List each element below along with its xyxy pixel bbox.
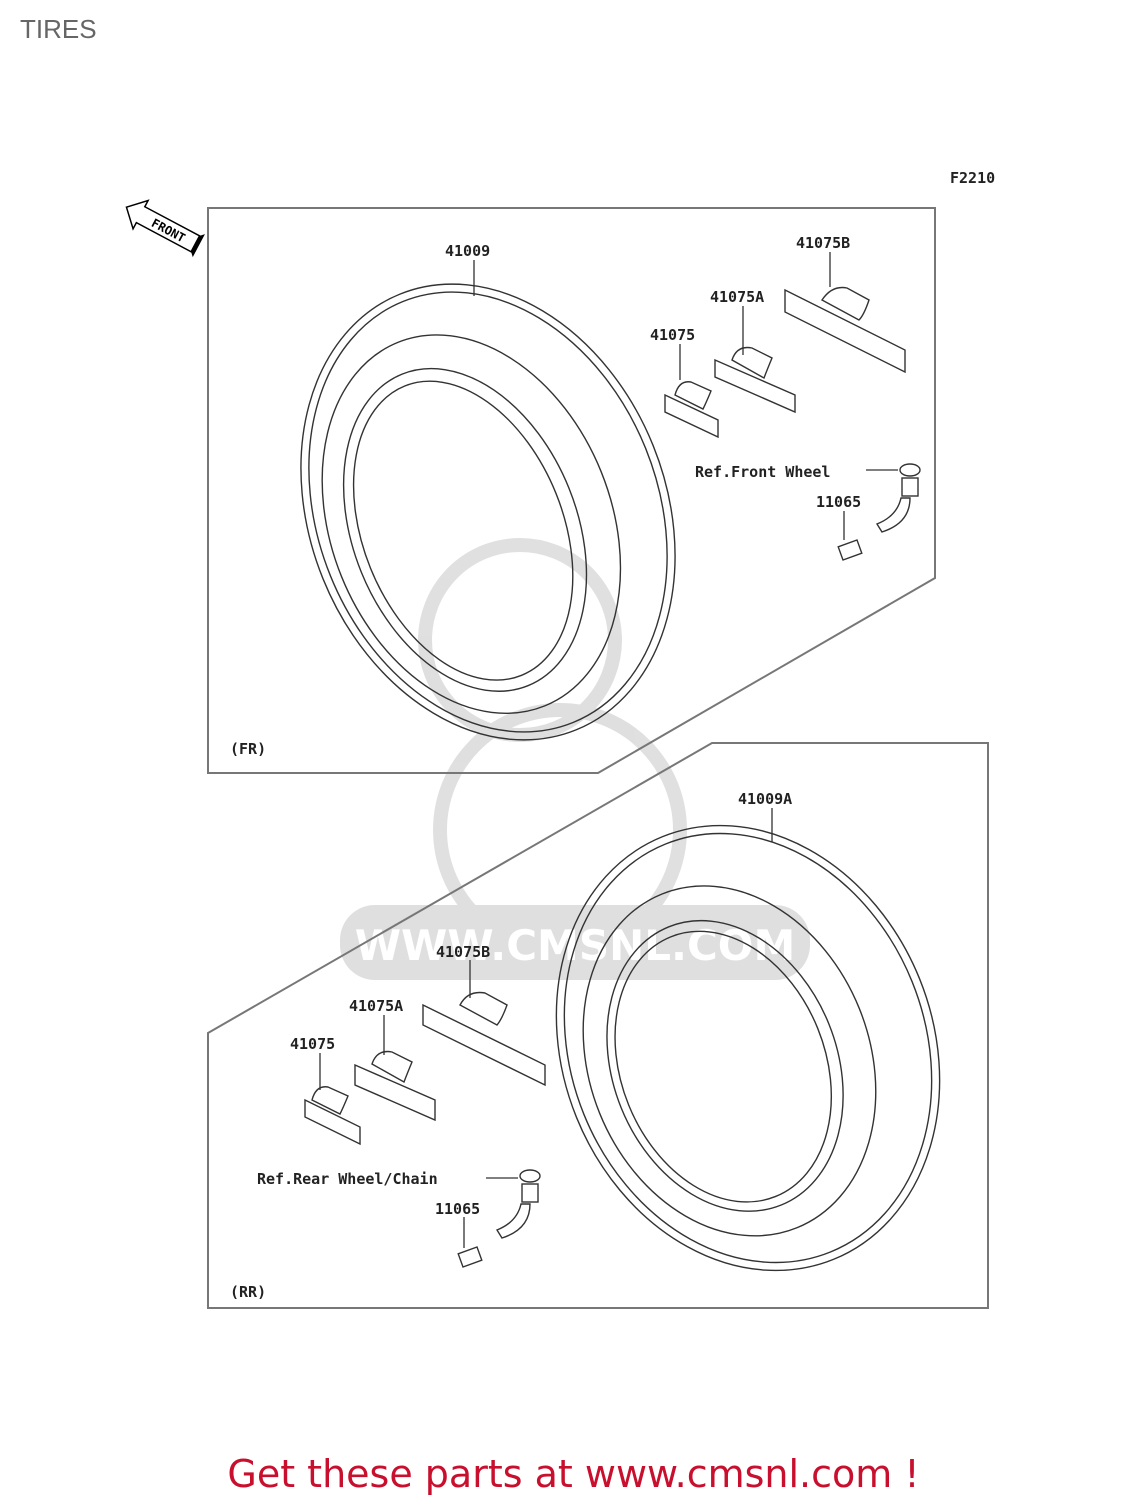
- label-41075-front: 41075: [650, 326, 695, 344]
- front-tire-41009[interactable]: [235, 227, 741, 796]
- rear-weight-41075[interactable]: [304, 1086, 361, 1146]
- rear-weight-41075a[interactable]: [354, 1050, 436, 1122]
- section-label-rr: (RR): [230, 1283, 266, 1301]
- label-11065-front: 11065: [816, 493, 861, 511]
- front-valve-11065[interactable]: [837, 463, 921, 561]
- label-41009a: 41009A: [738, 790, 792, 808]
- rear-weight-41075b[interactable]: [422, 991, 546, 1087]
- front-weight-41075a[interactable]: [714, 346, 796, 414]
- front-weight-41075b[interactable]: [784, 286, 906, 374]
- label-41075a-front: 41075A: [710, 288, 764, 306]
- front-panel-frame: [207, 207, 936, 774]
- section-label-fr: (FR): [230, 740, 266, 758]
- cmsnl-link[interactable]: Get these parts at www.cmsnl.com !: [227, 1452, 920, 1496]
- label-41075b-rear: 41075B: [436, 943, 490, 961]
- label-11065-rear: 11065: [435, 1200, 480, 1218]
- page-title: TIRES: [20, 14, 97, 44]
- label-ref-rear-wheel: Ref.Rear Wheel/Chain: [257, 1170, 438, 1188]
- watermark: WWW.CMSNL.COM: [340, 538, 810, 980]
- label-41075-rear: 41075: [290, 1035, 335, 1053]
- label-41075b-front: 41075B: [796, 234, 850, 252]
- label-41075a-rear: 41075A: [349, 997, 403, 1015]
- rear-panel-frame: [207, 742, 989, 1309]
- front-weight-41075[interactable]: [664, 381, 719, 439]
- figure-code: F2210: [950, 169, 995, 187]
- front-arrow-icon: FRONT: [125, 199, 205, 258]
- label-ref-front-wheel: Ref.Front Wheel: [695, 463, 830, 481]
- label-41009: 41009: [445, 242, 490, 260]
- rear-tire-41009a[interactable]: [491, 767, 1005, 1328]
- rear-valve-11065[interactable]: [457, 1169, 541, 1268]
